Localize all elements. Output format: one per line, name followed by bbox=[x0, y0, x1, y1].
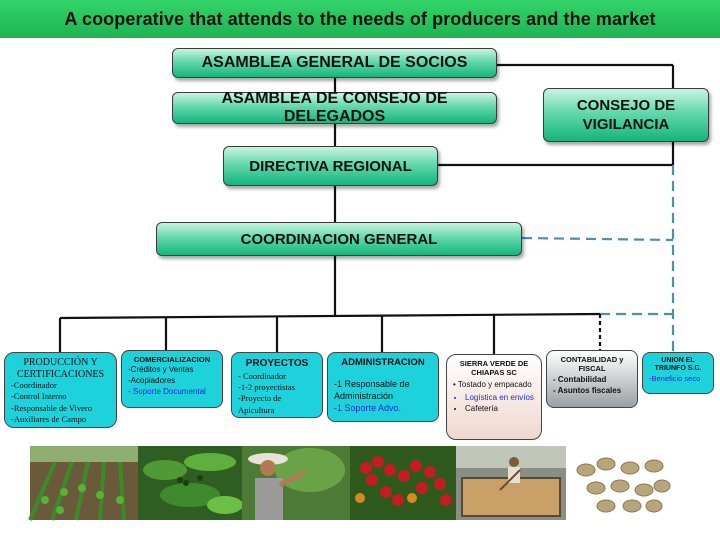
sierra-verde-lead: • Tostado y empacado bbox=[453, 380, 532, 389]
produccion-item: -Auxiliares de Campo bbox=[11, 414, 87, 425]
asamblea-consejo-box: ASAMBLEA DE CONSEJO DE DELEGADOS bbox=[172, 90, 497, 125]
sierra-verde-title: SIERRA VERDE DE CHIAPAS SC bbox=[459, 359, 529, 377]
contabilidad-box: CONTABILIDAD y FISCAL - Contabilidad - A… bbox=[546, 350, 638, 408]
drying-beans-photo bbox=[456, 446, 566, 520]
comercializacion-title: COMERCIALIZACION bbox=[133, 355, 211, 364]
contabilidad-item: - Contabilidad bbox=[553, 375, 607, 384]
union-triunfo-highlight: -Beneficio seco bbox=[649, 373, 701, 383]
coordinacion-general-box: COORDINACION GENERAL bbox=[156, 222, 522, 256]
contabilidad-item: - Asuntos fiscales bbox=[553, 385, 622, 395]
title-banner: A cooperative that attends to the needs … bbox=[0, 0, 720, 38]
administracion-highlight: -1 Soporte Advo. bbox=[334, 403, 402, 414]
union-triunfo-box: UNION EL TRIUNFO S.C. -Beneficio seco bbox=[642, 352, 714, 394]
directiva-regional-box: DIRECTIVA REGIONAL bbox=[223, 146, 438, 186]
page-title: A cooperative that attends to the needs … bbox=[64, 8, 656, 29]
seedling-rows-photo bbox=[28, 446, 138, 521]
consejo-vigilancia-label: CONSEJO DE VIGILANCIA bbox=[576, 96, 676, 134]
comercializacion-highlight: - Soporte Documental bbox=[128, 386, 206, 396]
green-beans-photo bbox=[566, 446, 676, 520]
sierra-verde-box: SIERRA VERDE DE CHIAPAS SC • Tostado y e… bbox=[446, 354, 542, 440]
sierra-verde-item: Logística en envíos bbox=[465, 393, 535, 404]
produccion-item: -Responsable de Vivero bbox=[11, 402, 93, 413]
coffee-cherries-photo bbox=[350, 446, 456, 520]
sierra-verde-item: Cafetería bbox=[465, 404, 535, 415]
administracion-box: ADMINISTRACION -1 Responsable de Adminis… bbox=[327, 352, 439, 422]
administracion-item: -1 Responsable de Administración bbox=[334, 378, 410, 401]
proyectos-title: PROYECTOS bbox=[245, 358, 309, 369]
comercializacion-box: COMERCIALIZACION -Créditos y Ventas -Aco… bbox=[121, 350, 223, 408]
coordinacion-general-label: COORDINACION GENERAL bbox=[240, 230, 438, 248]
administracion-title: ADMINISTRACION bbox=[341, 357, 425, 368]
produccion-title: PRODUCCIÓN Y CERTIFICACIONES bbox=[16, 357, 105, 380]
produccion-item: -Coordinador bbox=[11, 380, 57, 390]
comercializacion-item: -Acopiadores bbox=[128, 375, 176, 385]
produccion-box: PRODUCCIÓN Y CERTIFICACIONES -Coordinado… bbox=[4, 352, 117, 428]
proyectos-item: -Proyecto de Apicultura bbox=[238, 393, 282, 415]
proyectos-box: PROYECTOS - Coordinador -1-2 proyectista… bbox=[231, 352, 323, 418]
farmer-photo bbox=[242, 446, 350, 520]
asamblea-general-label: ASAMBLEA GENERAL DE SOCIOS bbox=[201, 54, 468, 71]
proyectos-item: -1-2 proyectistas bbox=[238, 381, 295, 392]
comercializacion-item: -Créditos y Ventas bbox=[128, 365, 194, 375]
asamblea-consejo-label: ASAMBLEA DE CONSEJO DE DELEGADOS bbox=[221, 90, 448, 125]
consejo-vigilancia-box: CONSEJO DE VIGILANCIA bbox=[543, 88, 709, 142]
coffee-plant-photo bbox=[138, 446, 243, 520]
contabilidad-title: CONTABILIDAD y FISCAL bbox=[560, 355, 624, 373]
proyectos-item: - Coordinador bbox=[238, 370, 286, 381]
union-triunfo-title: UNION EL TRIUNFO S.C. bbox=[654, 357, 702, 373]
directiva-regional-label: DIRECTIVA REGIONAL bbox=[249, 157, 412, 175]
asamblea-general-box: ASAMBLEA GENERAL DE SOCIOS bbox=[172, 48, 497, 78]
produccion-item: -Control Interno bbox=[11, 391, 67, 402]
